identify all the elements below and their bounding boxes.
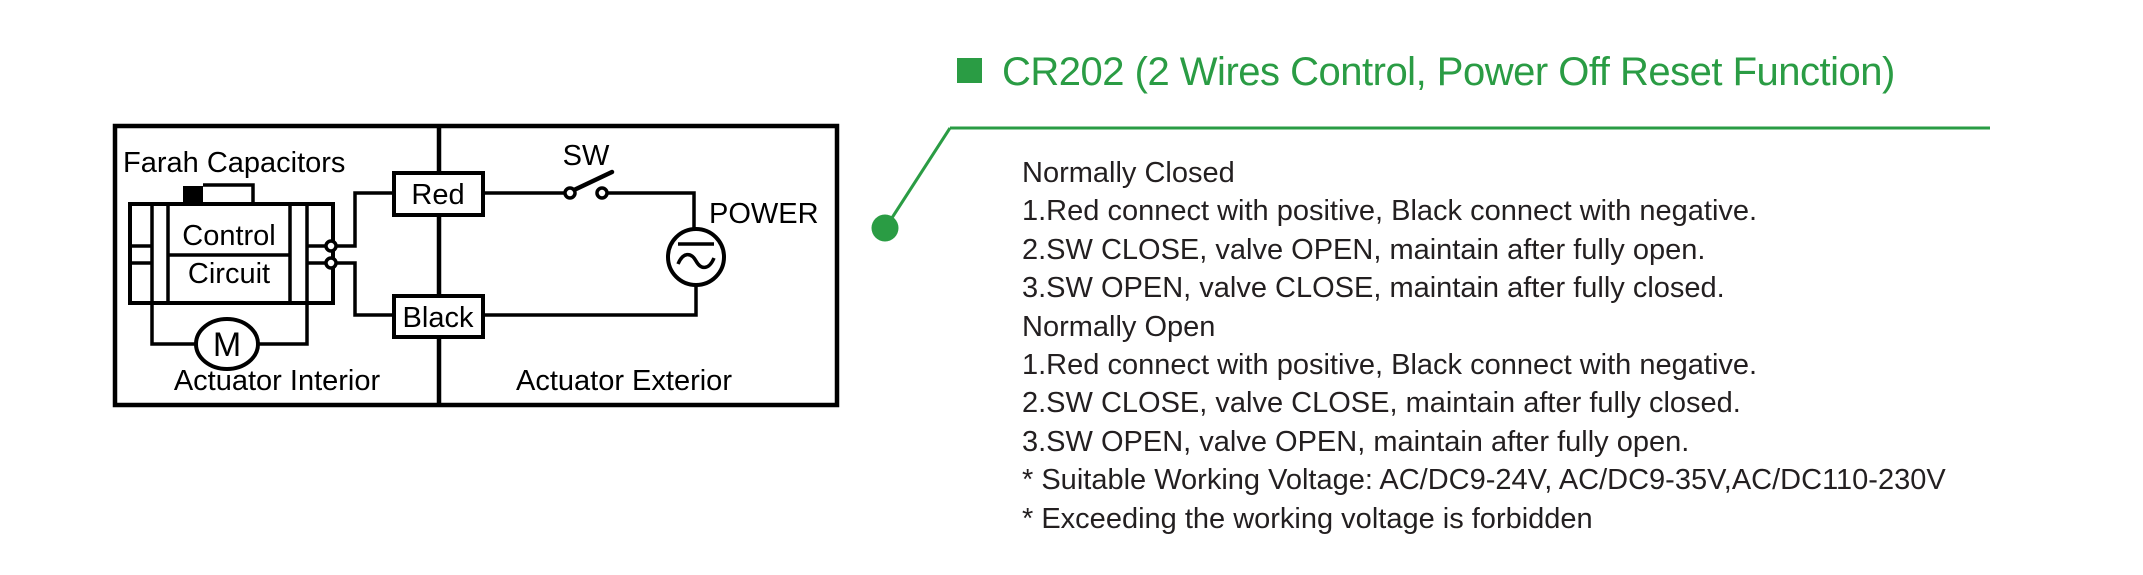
title-bullet-icon bbox=[957, 58, 982, 83]
wire-control-to-red bbox=[333, 191, 394, 248]
power-label: POWER bbox=[709, 198, 819, 230]
farah-capacitors-label: Farah Capacitors bbox=[123, 147, 345, 179]
power-ac-sine bbox=[676, 252, 716, 270]
circuit-label: Circuit bbox=[188, 258, 270, 290]
note-warning-exceed: * Exceeding the working voltage is forbi… bbox=[1022, 502, 1593, 535]
black-wire-box bbox=[392, 294, 485, 339]
motor-label: M bbox=[213, 326, 241, 364]
actuator-interior-label: Actuator Interior bbox=[174, 365, 381, 397]
note-line: 3.SW OPEN, valve OPEN, maintain after fu… bbox=[1022, 425, 1690, 458]
note-line: 2.SW CLOSE, valve OPEN, maintain after f… bbox=[1022, 233, 1706, 266]
notes-heading-normally-closed: Normally Closed bbox=[1022, 157, 1235, 189]
motor-icon bbox=[194, 317, 260, 371]
wire-power-to-black bbox=[483, 285, 698, 317]
black-label: Black bbox=[403, 302, 474, 334]
power-source-symbol bbox=[666, 227, 726, 287]
note-warning-voltage: * Suitable Working Voltage: AC/DC9-24V, … bbox=[1022, 464, 1946, 497]
terminal-top-icon bbox=[324, 239, 338, 253]
terminal-bottom-icon bbox=[324, 256, 338, 270]
switch-contact-right bbox=[595, 186, 609, 200]
control-circuit-block bbox=[128, 202, 335, 305]
notes-heading-normally-open: Normally Open bbox=[1022, 310, 1216, 343]
capacitor-lead-wire bbox=[203, 183, 255, 204]
callout-diagonal bbox=[886, 127, 952, 225]
switch-lever bbox=[571, 169, 615, 193]
wire-control-to-black bbox=[333, 261, 394, 317]
diagram-outer-box bbox=[112, 123, 840, 408]
motor-lead-right bbox=[258, 303, 309, 346]
capacitor-icon bbox=[183, 186, 203, 202]
note-line: 1.Red connect with positive, Black conne… bbox=[1022, 195, 1758, 228]
note-line: 1.Red connect with positive, Black conne… bbox=[1022, 349, 1758, 382]
red-wire-box bbox=[392, 171, 485, 217]
instruction-notes: Normally Closed 1.Red connect with posit… bbox=[1022, 154, 2042, 538]
note-line: 2.SW CLOSE, valve CLOSE, maintain after … bbox=[1022, 387, 1741, 420]
motor-lead-left bbox=[150, 303, 196, 346]
sw-label: SW bbox=[563, 140, 610, 172]
section-header: CR202 (2 Wires Control, Power Off Reset … bbox=[957, 52, 1895, 92]
red-label: Red bbox=[411, 179, 464, 211]
power-source-icon bbox=[666, 227, 726, 287]
farah-capacitor-symbol bbox=[183, 183, 255, 204]
switch-contact-left bbox=[563, 186, 577, 200]
wire-switch-to-power bbox=[606, 191, 696, 229]
control-label: Control bbox=[182, 220, 276, 252]
actuator-exterior-label: Actuator Exterior bbox=[516, 365, 732, 397]
switch-symbol bbox=[563, 169, 615, 200]
callout-dot-icon bbox=[871, 214, 899, 242]
page-title: CR202 (2 Wires Control, Power Off Reset … bbox=[1002, 50, 1895, 94]
motor-symbol bbox=[150, 303, 309, 371]
callout bbox=[871, 126, 1990, 242]
note-line: 3.SW OPEN, valve CLOSE, maintain after f… bbox=[1022, 272, 1725, 305]
